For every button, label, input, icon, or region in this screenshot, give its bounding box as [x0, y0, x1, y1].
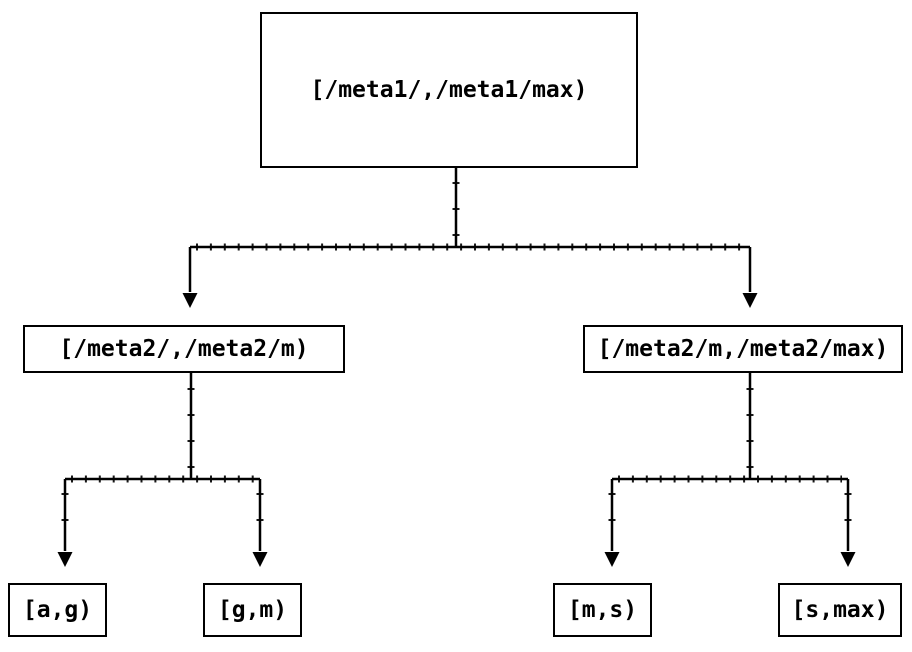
connector-root-to-children	[182, 168, 758, 308]
node-label: [/meta2/m,/meta2/max)	[597, 336, 889, 362]
arrow-down-icon	[742, 293, 758, 308]
arrow-down-icon	[252, 552, 268, 567]
arrow-down-icon	[840, 552, 856, 567]
node-leaf-gm: [g,m)	[203, 583, 302, 637]
node-leaf-ms: [m,s)	[553, 583, 652, 637]
node-meta2-low: [/meta2/,/meta2/m)	[23, 325, 345, 373]
node-root: [/meta1/,/meta1/max)	[260, 12, 638, 168]
connector-meta2-low-to-leaves	[57, 373, 268, 567]
node-label: [s,max)	[791, 597, 889, 623]
arrow-down-icon	[182, 293, 198, 308]
arrow-down-icon	[57, 552, 73, 567]
connector-meta2-high-to-leaves	[604, 373, 856, 567]
node-label: [m,s)	[567, 597, 638, 623]
node-leaf-smax: [s,max)	[778, 583, 902, 637]
node-meta2-high: [/meta2/m,/meta2/max)	[583, 325, 903, 373]
node-label: [a,g)	[22, 597, 93, 623]
node-leaf-ag: [a,g)	[8, 583, 107, 637]
arrow-down-icon	[604, 552, 620, 567]
node-label: [/meta2/,/meta2/m)	[59, 336, 309, 362]
node-label: [/meta1/,/meta1/max)	[310, 77, 588, 103]
node-label: [g,m)	[217, 597, 288, 623]
